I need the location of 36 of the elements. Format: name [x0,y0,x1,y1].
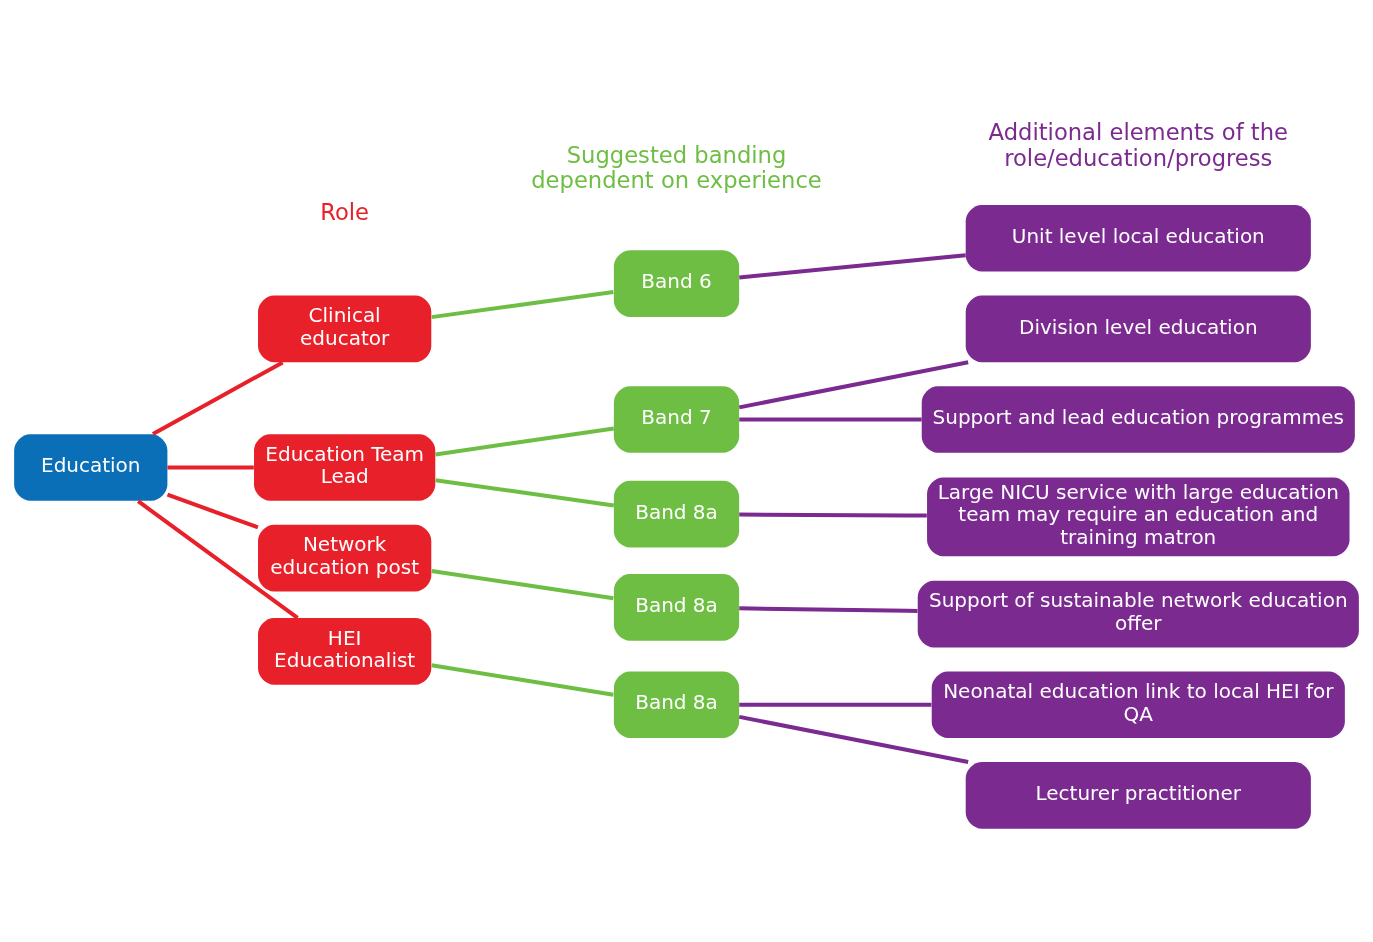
connector [738,359,969,409]
node-box: Education Team Lead [254,433,436,501]
connector [435,477,615,507]
node-box: Support of sustainable network education offer [917,580,1359,647]
label: Role [320,198,370,225]
connector [738,714,969,764]
node-box: Support and lead education programmes [921,385,1355,453]
node-box: Network education post [258,524,432,591]
connector [166,492,259,529]
connector [739,512,927,518]
connector [167,465,254,469]
connector [431,289,614,319]
node-box: Education [14,433,168,501]
connector [431,662,614,697]
node-box: Division level education [965,295,1311,362]
connector [739,605,918,613]
connector [739,417,922,421]
node-box: Band 8a [613,480,740,547]
node-box: Band 8a [613,573,740,641]
node-box: Neonatal education link to local HEI for QA [931,670,1345,738]
node-box: Clinical educator [258,295,432,362]
connector [431,568,614,600]
connector [435,426,615,456]
connector [739,252,966,279]
node-box: HEI Educationalist [258,617,432,685]
node-box: Band 6 [613,249,740,317]
label: Additional elements of the role/education/progress [988,118,1288,171]
connector [137,499,299,619]
node-box: Band 8a [613,670,740,738]
node-box: Large NICU service with large education team may require an education and training matron [927,477,1350,556]
connector [151,360,284,436]
label: Suggested banding dependent on experience [531,141,822,193]
node-box: Lecturer practitioner [965,761,1311,829]
node-box: Unit level local education [965,204,1311,272]
connector [739,702,932,707]
node-box: Band 7 [613,385,740,453]
